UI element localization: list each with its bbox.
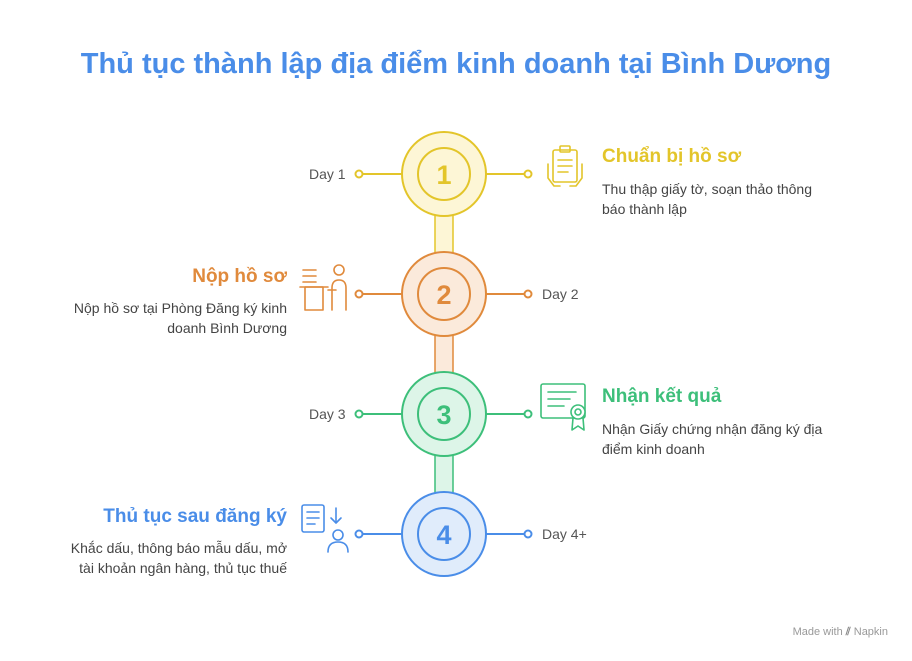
made-with-label: Made with [792, 626, 843, 638]
connector-3-4 [434, 452, 454, 497]
checklist-person-icon [301, 504, 349, 553]
step-3-description: Nhận Giấy chứng nhận đăng ký địa điểm ki… [602, 419, 862, 459]
step-3-heading: Nhận kết quả [602, 386, 722, 407]
step-4-number: 4 [436, 520, 451, 550]
step-1-heading: Chuẩn bị hồ sơ [602, 146, 742, 167]
made-with-credit[interactable]: Made with ⫽ Napkin [793, 626, 888, 639]
step-1-day: Day 1 [309, 166, 346, 182]
step-4-description: Khắc dấu, thông báo mẫu dấu, mở tài khoả… [16, 538, 287, 578]
step-4-node: 4 [354, 491, 533, 577]
step-1-desc-line: Thu thập giấy tờ, soạn thảo thông [602, 181, 812, 197]
connector-2-3 [434, 332, 454, 377]
page-title: Thủ tục thành lập địa điểm kinh doanh tạ… [80, 48, 832, 80]
step-3-number: 3 [436, 400, 451, 430]
step-1-node: 1 [354, 131, 533, 217]
step-2-desc-line: Nộp hồ sơ tại Phòng Đăng ký kinh [73, 300, 287, 316]
napkin-logo-icon: ⫽ [845, 626, 851, 638]
step-1-number: 1 [436, 160, 451, 190]
step-2-number: 2 [436, 280, 451, 310]
step-4-day: Day 4+ [542, 526, 587, 542]
step-4-desc-line: tài khoản ngân hàng, thủ tục thuế [79, 560, 287, 576]
connector-1-2 [434, 212, 454, 257]
step-4-heading: Thủ tục sau đăng ký [103, 506, 287, 527]
step-1-description: Thu thập giấy tờ, soạn thảo thông báo th… [602, 179, 862, 219]
step-2-heading: Nộp hồ sơ [192, 266, 287, 287]
step-1-desc-line: báo thành lập [602, 201, 687, 217]
brand-name: Napkin [853, 626, 888, 638]
step-2-desc-line: doanh Bình Dương [167, 320, 287, 336]
step-3-node: 3 [354, 371, 533, 457]
step-3-day: Day 3 [309, 406, 346, 422]
step-3-desc-line: điểm kinh doanh [602, 441, 705, 457]
step-2-description: Nộp hồ sơ tại Phòng Đăng ký kinh doanh B… [36, 298, 287, 338]
certificate-icon [540, 383, 586, 431]
step-4-desc-line: Khắc dấu, thông báo mẫu dấu, mở [70, 540, 287, 556]
document-hands-icon [547, 145, 583, 187]
person-desk-icon [299, 264, 347, 311]
step-3-desc-line: Nhận Giấy chứng nhận đăng ký địa [602, 421, 823, 437]
step-2-node: 2 [354, 251, 533, 337]
step-2-day: Day 2 [542, 286, 579, 302]
